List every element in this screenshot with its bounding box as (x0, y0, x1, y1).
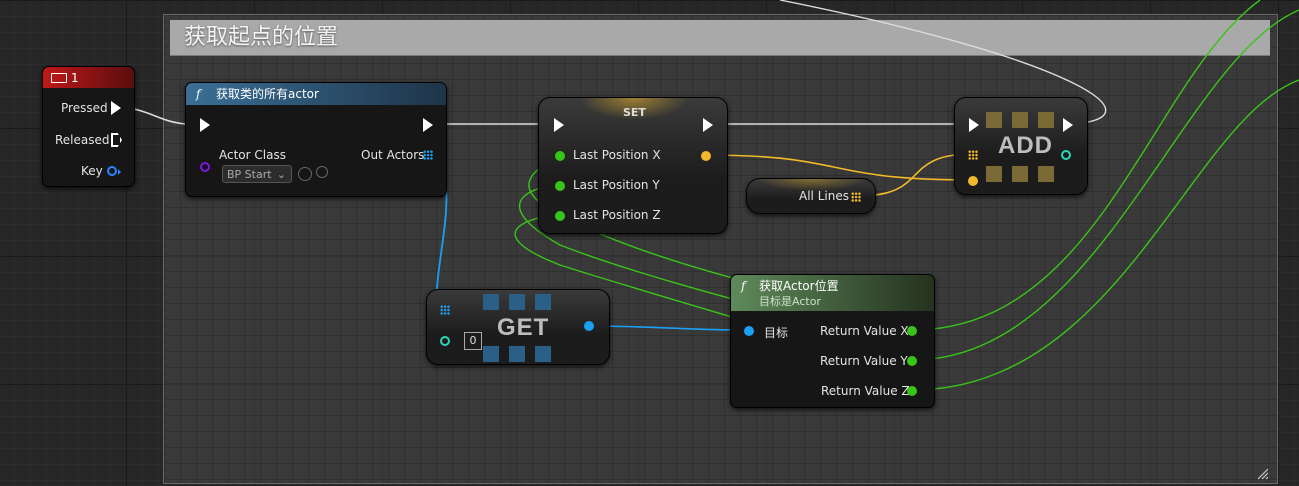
get-all-actors-title: 获取类的所有actor (216, 87, 319, 101)
array-icon[interactable] (423, 150, 433, 160)
last-pos-x-label: Last Position X (573, 148, 661, 162)
exec-wire (125, 107, 187, 125)
return-x-label: Return Value X (820, 324, 909, 338)
set-node[interactable]: SET Last Position X Last Position Y Last… (538, 97, 728, 234)
get-label: GET (497, 314, 550, 341)
get-index-input[interactable]: 0 (464, 332, 482, 350)
array-icon[interactable] (440, 305, 450, 315)
add-array-tile (986, 112, 1002, 128)
return-x-pin[interactable] (907, 326, 917, 336)
get-index-pin[interactable] (440, 336, 450, 346)
released-label: Released (55, 133, 110, 147)
return-y-label: Return Value Y (820, 354, 908, 368)
float-wire (911, 79, 1299, 391)
add-node[interactable]: ADD (954, 97, 1088, 195)
float-wire (911, 9, 1299, 361)
get-actor-location-subtitle: 目标是Actor (759, 295, 821, 308)
vector-wire (704, 154, 973, 181)
target-label: 目标 (764, 326, 789, 340)
get-out-pin[interactable] (584, 321, 594, 331)
function-icon: f (196, 87, 201, 101)
pressed-exec-pin[interactable] (111, 101, 121, 115)
get-node[interactable]: GET 0 (426, 289, 610, 365)
set-header-glow (579, 98, 689, 120)
last-pos-y-pin[interactable] (555, 181, 565, 191)
array-icon[interactable] (851, 192, 861, 202)
set-exec-in[interactable] (554, 118, 564, 132)
last-pos-z-label: Last Position Z (573, 208, 661, 222)
get-array-tile (509, 346, 525, 362)
key-event-header[interactable]: 1 (43, 67, 134, 88)
actor-class-label: Actor Class (219, 148, 286, 162)
array-wire (857, 153, 971, 197)
get-all-actors-exec-out[interactable] (423, 118, 433, 132)
get-all-actors-exec-in[interactable] (200, 118, 210, 132)
return-y-pin[interactable] (907, 356, 917, 366)
all-lines-glow (757, 179, 867, 191)
add-array-tile (1038, 166, 1054, 182)
add-array-tile (1012, 166, 1028, 182)
set-vector-out-pin[interactable] (701, 151, 711, 161)
function-icon: f (741, 279, 746, 293)
key-label: Key (81, 164, 103, 178)
actor-class-value: BP Start (227, 168, 272, 181)
key-pin-arrow (118, 169, 121, 175)
comment-title[interactable]: 获取起点的位置 (170, 20, 1270, 56)
get-all-actors-header[interactable]: f 获取类的所有actor (186, 83, 446, 105)
get-array-tile (483, 294, 499, 310)
get-actor-location-node[interactable]: f 获取Actor位置 目标是Actor 目标 Return Value X R… (730, 274, 935, 408)
add-exec-out[interactable] (1063, 118, 1073, 132)
key-event-node[interactable]: 1 Pressed Released Key (42, 66, 135, 187)
browse-icon[interactable] (298, 167, 312, 181)
actor-class-dropdown[interactable]: BP Start ⌄ (222, 165, 292, 183)
add-item-pin[interactable] (968, 176, 978, 186)
get-array-tile (509, 294, 525, 310)
keyboard-icon (51, 73, 67, 83)
return-z-pin[interactable] (907, 386, 917, 396)
get-array-tile (535, 346, 551, 362)
get-actor-location-header[interactable]: f 获取Actor位置 目标是Actor (731, 275, 934, 311)
chevron-down-icon: ⌄ (276, 168, 286, 181)
out-actors-label: Out Actors (361, 148, 425, 162)
last-pos-y-label: Last Position Y (573, 178, 660, 192)
add-label: ADD (998, 132, 1053, 159)
get-array-tile (483, 346, 499, 362)
add-index-out-pin[interactable] (1061, 150, 1071, 160)
all-lines-node[interactable]: All Lines (746, 178, 876, 214)
object-wire (589, 325, 749, 331)
released-exec-pin[interactable] (111, 133, 122, 147)
key-event-title: 1 (71, 71, 79, 85)
all-lines-label: All Lines (799, 189, 849, 203)
resize-grip-icon[interactable] (1255, 466, 1269, 480)
exec-wire (779, 0, 1107, 125)
get-all-actors-node[interactable]: f 获取类的所有actor Actor Class BP Start ⌄ Out… (185, 82, 447, 197)
last-pos-z-pin[interactable] (555, 211, 565, 221)
key-struct-pin[interactable] (107, 166, 117, 176)
add-exec-in[interactable] (969, 118, 979, 132)
add-array-tile (1012, 112, 1028, 128)
actor-class-pin[interactable] (200, 162, 210, 172)
set-title: SET (623, 106, 646, 119)
return-z-label: Return Value Z (821, 384, 910, 398)
array-icon[interactable] (968, 150, 978, 160)
get-array-tile (535, 294, 551, 310)
add-array-tile (1038, 112, 1054, 128)
last-pos-x-pin[interactable] (555, 151, 565, 161)
pressed-label: Pressed (61, 101, 108, 115)
target-pin[interactable] (744, 326, 754, 336)
add-array-tile (986, 166, 1002, 182)
get-actor-location-title: 获取Actor位置 (759, 279, 839, 293)
search-icon[interactable] (316, 166, 328, 178)
set-exec-out[interactable] (703, 118, 713, 132)
float-wire (911, 0, 1261, 331)
